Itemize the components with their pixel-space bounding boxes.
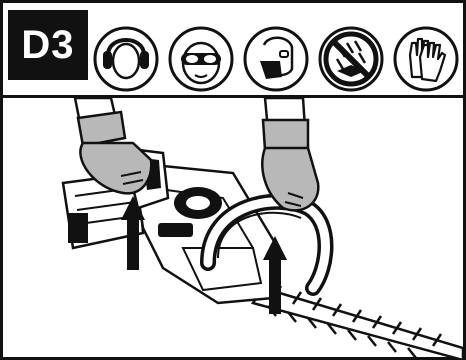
dust-mask-icon	[242, 25, 310, 93]
eye-protection-icon	[167, 25, 235, 93]
protective-gloves-icon	[392, 25, 460, 93]
trimmer-blade	[253, 286, 463, 360]
step-label: D3	[8, 10, 88, 80]
illustration-canvas	[3, 98, 463, 360]
no-wet-conditions-icon	[317, 25, 385, 93]
safety-header: D3	[3, 3, 463, 98]
ear-protection-icon	[92, 25, 160, 93]
right-hand-glove	[262, 98, 318, 210]
hedge-trimmer-two-hand-lift-illustration	[3, 98, 463, 360]
